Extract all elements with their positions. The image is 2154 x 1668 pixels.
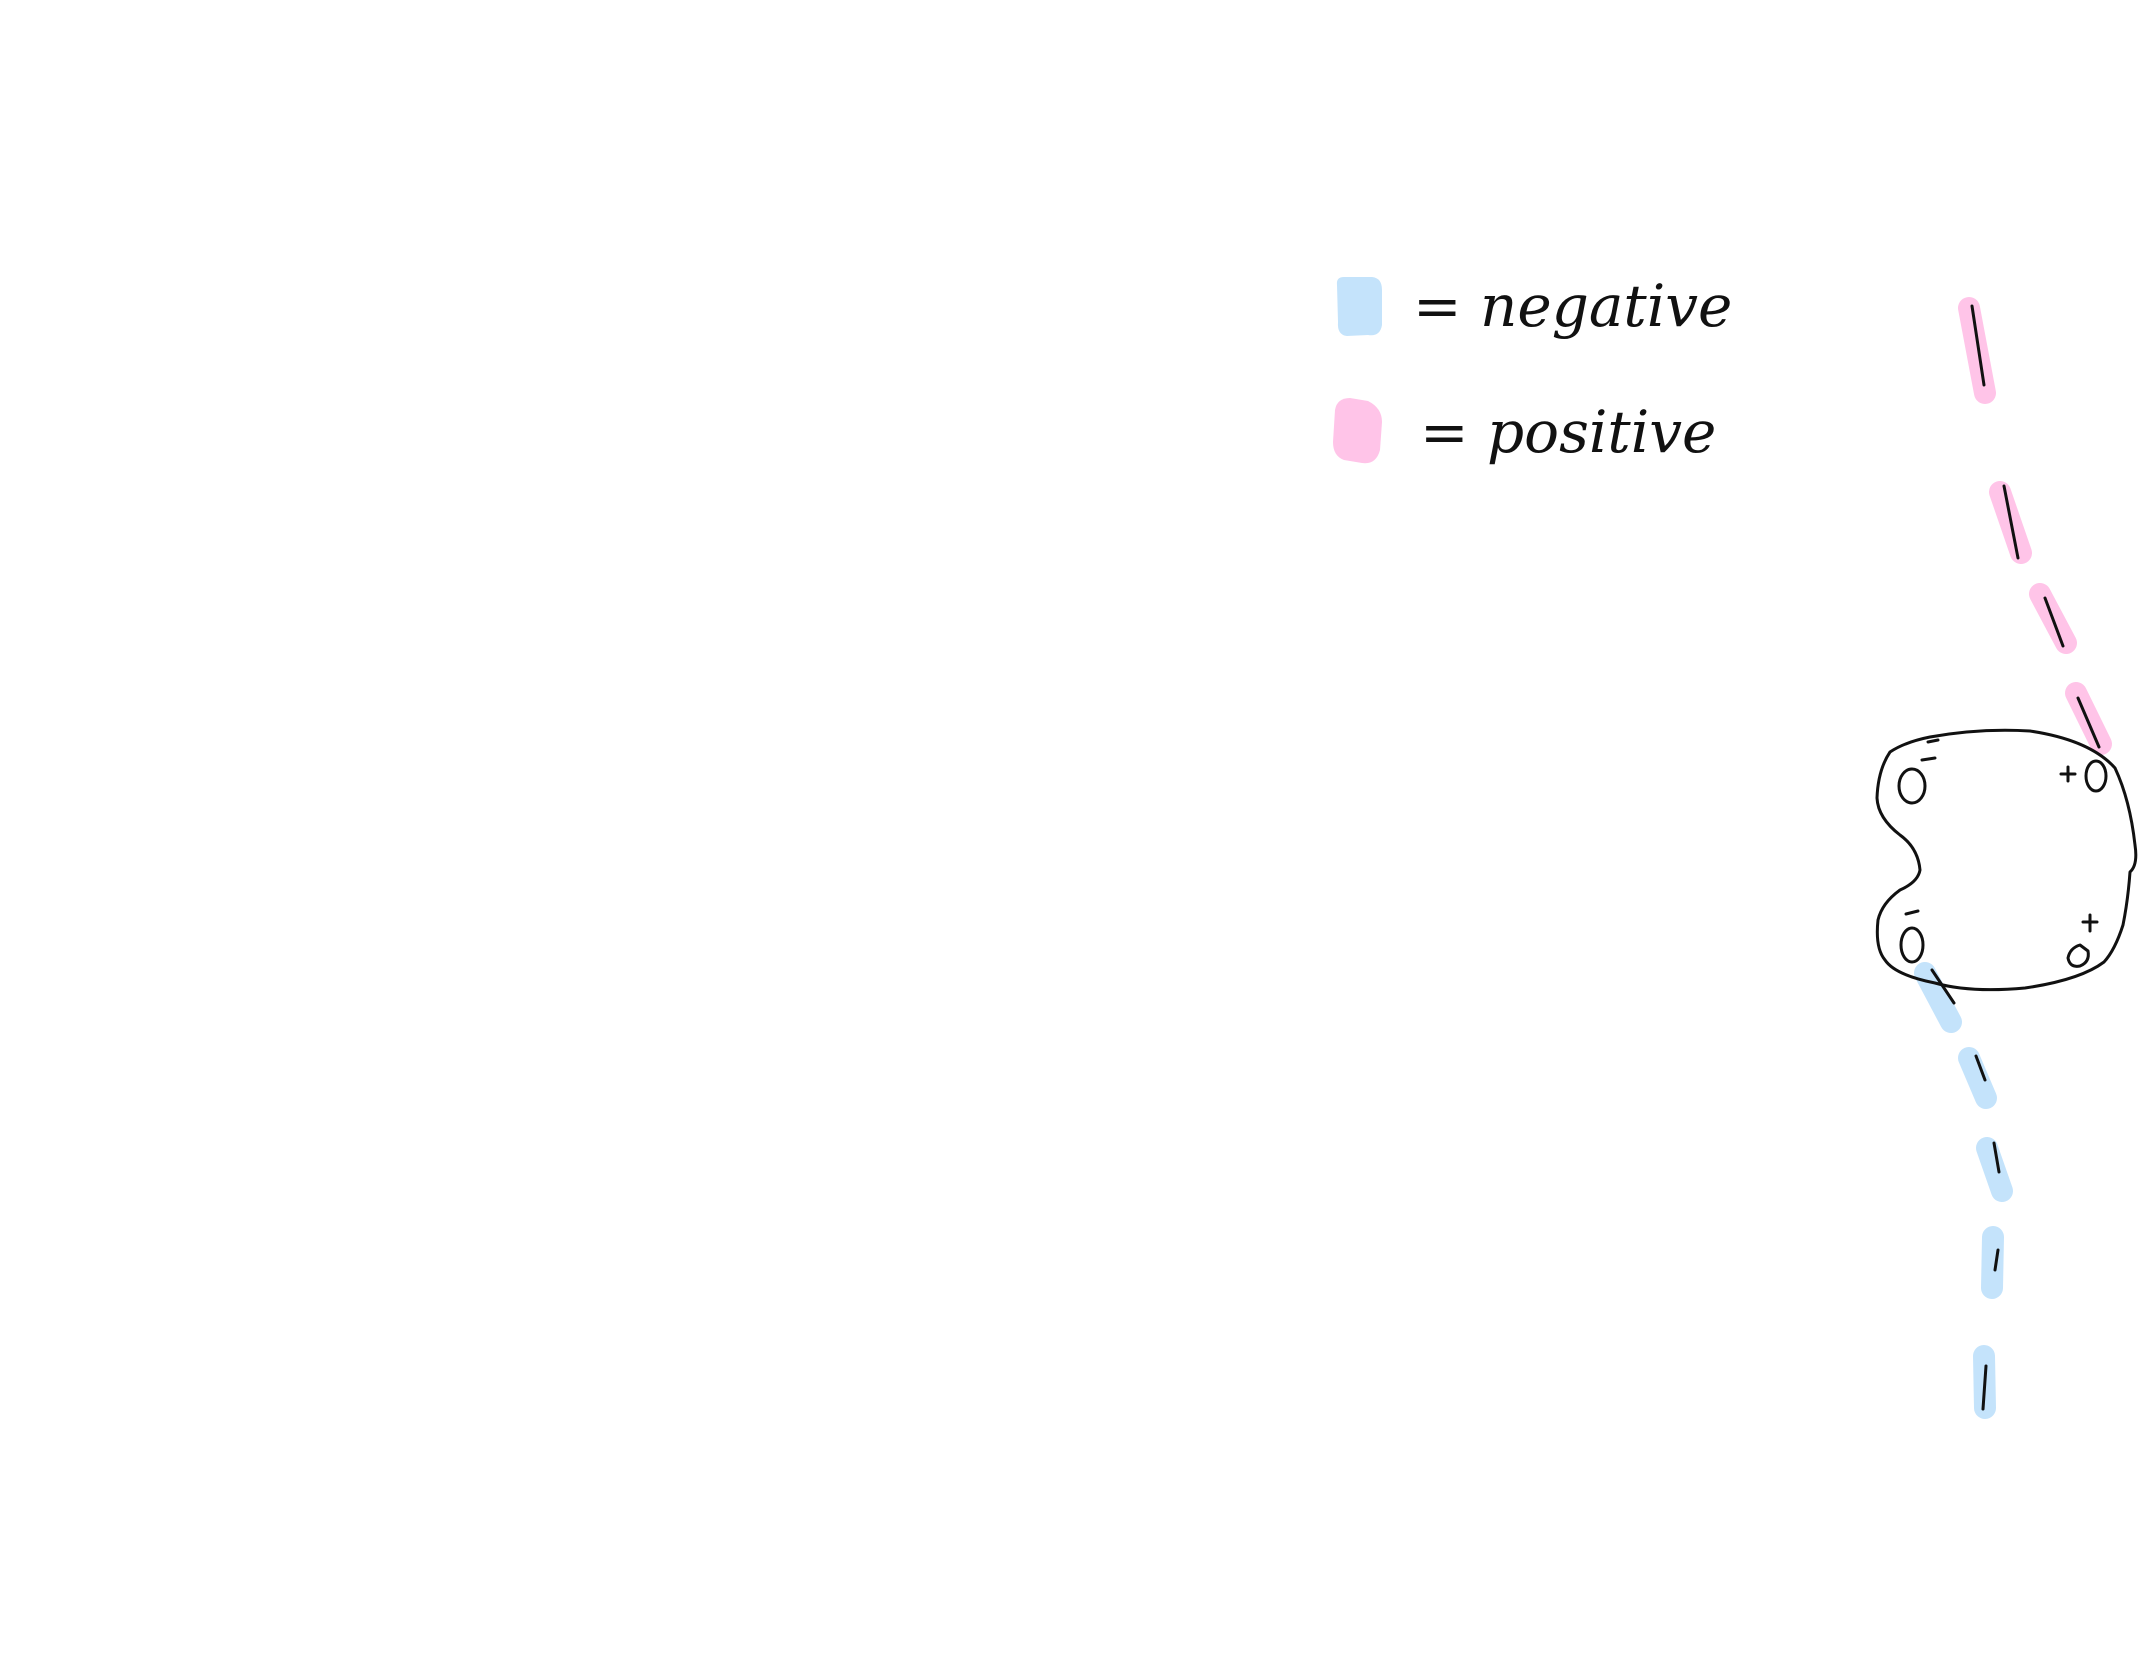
legend-positive: = positive — [1333, 398, 1716, 466]
negative-label: = negative — [1413, 272, 1732, 340]
positive-pathway — [1958, 297, 2112, 755]
positive-charge — [2059, 765, 2077, 783]
positive-dash — [2029, 583, 2077, 654]
negative-dash — [1958, 1047, 1997, 1109]
positive-swatch — [1333, 398, 1382, 464]
legend-negative: = negative — [1336, 272, 1732, 340]
atom-top-left — [1897, 738, 1940, 805]
atom-bottom-right — [2066, 913, 2099, 968]
positive-dash — [2065, 682, 2112, 755]
positive-charge — [2081, 913, 2099, 933]
negative-dash — [1973, 1345, 1996, 1419]
oxygen-atom — [1897, 767, 1927, 805]
molecule-outline — [1875, 728, 2138, 992]
positive-label: = positive — [1420, 398, 1716, 466]
negative-pathway — [1914, 962, 2013, 1419]
oxygen-atom — [1899, 926, 1925, 964]
negative-swatch — [1336, 277, 1382, 336]
atom-top-right — [2059, 759, 2108, 793]
positive-dash — [1958, 297, 1996, 404]
legend: = negative = positive — [1333, 272, 1732, 466]
negative-dash — [1914, 962, 1962, 1033]
negative-charge — [1920, 756, 1937, 762]
oxygen-atom — [2066, 943, 2090, 968]
positive-dash — [1989, 481, 2032, 564]
molecule — [1875, 728, 2138, 992]
oxygen-atom — [2084, 759, 2108, 793]
negative-dash — [1976, 1137, 2013, 1202]
atom-bottom-left — [1899, 909, 1925, 964]
negative-charge — [1904, 909, 1920, 916]
negative-dash — [1981, 1226, 2004, 1299]
